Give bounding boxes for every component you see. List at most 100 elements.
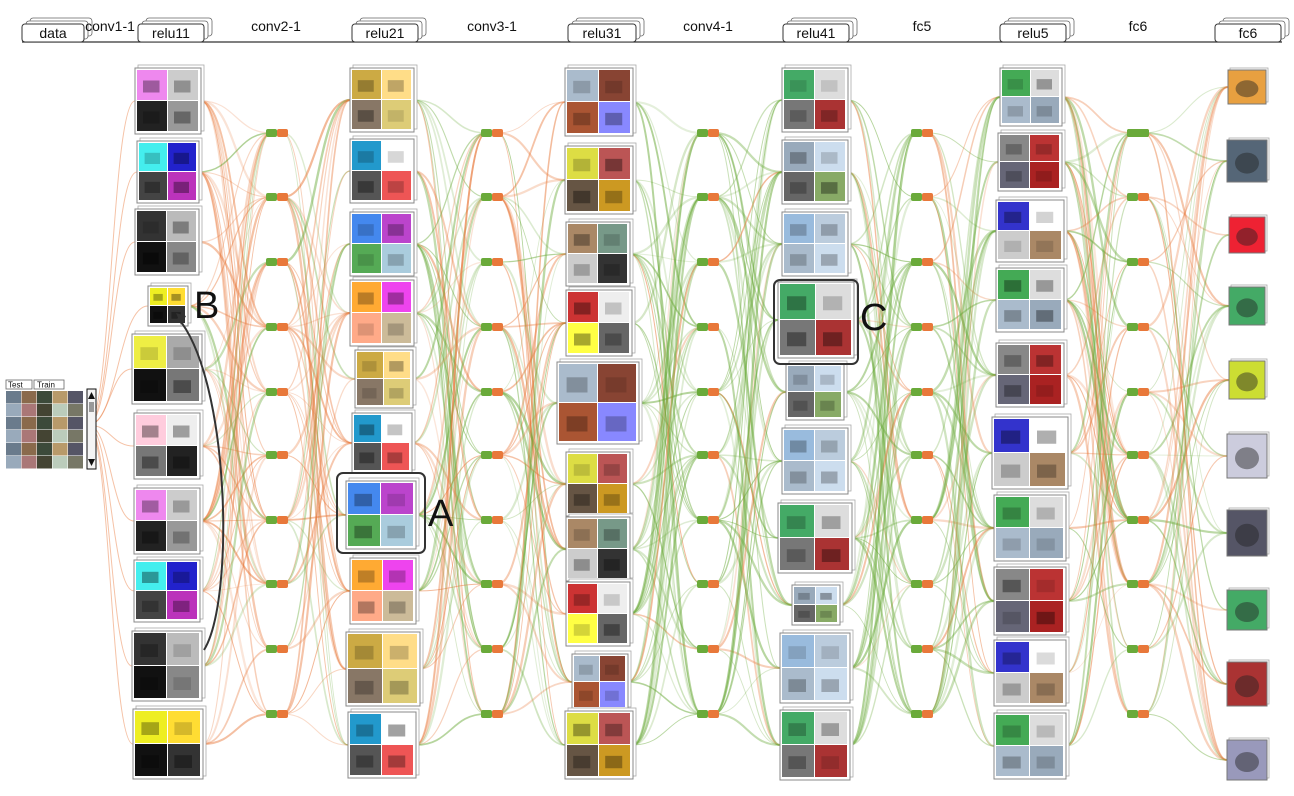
relu21-5-node[interactable] xyxy=(354,346,417,409)
relu11-2-node[interactable] xyxy=(136,137,203,204)
fc6-1-node[interactable] xyxy=(1227,67,1269,105)
relu41-5-node[interactable] xyxy=(785,360,848,421)
relu11-3-node[interactable] xyxy=(134,205,203,276)
fc6-7-node[interactable] xyxy=(1226,507,1270,557)
fc6-10-node[interactable] xyxy=(1226,737,1270,781)
layer-box-relu11[interactable] xyxy=(137,23,205,43)
relu11-8-node[interactable] xyxy=(133,556,204,623)
relu5-8-node[interactable] xyxy=(993,563,1070,636)
input-image-thumb[interactable] xyxy=(68,443,83,456)
relu21-9-node[interactable] xyxy=(345,628,424,707)
relu31-10-node[interactable] xyxy=(564,707,637,780)
input-image-thumb[interactable] xyxy=(21,443,37,456)
relu31-6-node[interactable] xyxy=(565,448,634,517)
relu31-9-node[interactable] xyxy=(571,650,632,711)
input-image-thumb[interactable] xyxy=(37,430,52,443)
input-image-thumb[interactable] xyxy=(37,443,52,456)
fc6-5-node[interactable] xyxy=(1228,358,1268,400)
input-image-thumb[interactable] xyxy=(37,456,52,469)
input-image-thumb[interactable] xyxy=(21,456,37,469)
relu5-4-node[interactable] xyxy=(995,264,1068,333)
scroll-thumb[interactable] xyxy=(89,402,94,412)
input-image-thumb[interactable] xyxy=(21,391,37,404)
input-image-thumb[interactable] xyxy=(37,417,52,430)
input-image-thumb[interactable] xyxy=(6,456,21,469)
relu31-3-node[interactable] xyxy=(565,218,634,287)
relu21-1-node[interactable] xyxy=(349,64,418,133)
fc6-8-node[interactable] xyxy=(1226,587,1270,631)
input-image-thumb[interactable] xyxy=(68,456,83,469)
relu41-1-node[interactable] xyxy=(781,64,852,133)
fc6-6-node[interactable] xyxy=(1226,431,1270,479)
relu11-4-node[interactable] xyxy=(147,282,192,327)
tab-test[interactable] xyxy=(5,379,33,390)
relu41-4-node[interactable] xyxy=(777,278,858,359)
relu41-6-node[interactable] xyxy=(781,424,852,495)
fc6-4-node[interactable] xyxy=(1228,284,1268,326)
relu41-7-node[interactable] xyxy=(777,499,856,574)
relu21-3-node[interactable] xyxy=(349,208,418,277)
input-image-thumb[interactable] xyxy=(68,404,83,417)
relu31-4-node[interactable] xyxy=(565,286,636,357)
input-image-thumb[interactable] xyxy=(68,417,83,430)
input-image-thumb[interactable] xyxy=(52,430,68,443)
relu31-1-node[interactable] xyxy=(564,64,637,137)
relu21-2-node[interactable] xyxy=(349,135,418,204)
input-image-thumb[interactable] xyxy=(52,443,68,456)
relu41-10-node[interactable] xyxy=(779,706,854,781)
input-image-thumb[interactable] xyxy=(68,391,83,404)
layer-box-relu21[interactable] xyxy=(351,23,419,43)
relu5-9-node[interactable] xyxy=(993,636,1070,707)
input-image-thumb[interactable] xyxy=(6,417,21,430)
input-image-thumb[interactable] xyxy=(52,404,68,417)
relu31-2-node[interactable] xyxy=(564,142,637,215)
relu11-6-node[interactable] xyxy=(133,409,204,480)
relu5-10-node[interactable] xyxy=(993,709,1070,780)
relu41-3-node[interactable] xyxy=(781,208,852,277)
input-image-thumb[interactable] xyxy=(6,443,21,456)
input-image-thumb[interactable] xyxy=(68,430,83,443)
relu5-3-node[interactable] xyxy=(995,196,1068,263)
input-image-thumb[interactable] xyxy=(52,417,68,430)
relu21-6-node[interactable] xyxy=(351,409,416,474)
relu5-5-node[interactable] xyxy=(995,339,1068,408)
relu31-7-node[interactable] xyxy=(565,513,634,582)
layer-box-data[interactable] xyxy=(21,23,85,43)
input-image-thumb[interactable] xyxy=(21,417,37,430)
relu11-9-node[interactable] xyxy=(131,627,206,702)
relu11-5-node[interactable] xyxy=(131,330,206,405)
relu21-7-node[interactable] xyxy=(345,477,420,550)
input-image-thumb[interactable] xyxy=(6,430,21,443)
relu5-6-node[interactable] xyxy=(991,413,1072,490)
input-scrollbar[interactable] xyxy=(86,388,97,470)
relu31-5-node[interactable] xyxy=(556,358,643,445)
tab-train[interactable] xyxy=(33,379,65,390)
relu11-10-node[interactable] xyxy=(132,705,207,780)
input-image-thumb[interactable] xyxy=(37,391,52,404)
input-image-thumb[interactable] xyxy=(21,430,37,443)
relu41-2-node[interactable] xyxy=(781,136,852,205)
input-image-thumb[interactable] xyxy=(21,404,37,417)
fc6-9-node[interactable] xyxy=(1226,659,1270,707)
relu21-10-node[interactable] xyxy=(347,708,420,779)
relu5-7-node[interactable] xyxy=(993,491,1070,562)
relu41-9-node[interactable] xyxy=(779,629,854,704)
input-image-thumb[interactable] xyxy=(52,391,68,404)
relu21-4-node[interactable] xyxy=(349,276,418,347)
layer-box-fc6[interactable] xyxy=(1214,23,1282,43)
layer-box-relu31[interactable] xyxy=(567,23,637,43)
scroll-up-icon[interactable] xyxy=(88,392,95,399)
relu5-1-node[interactable] xyxy=(999,64,1066,127)
input-image-thumb[interactable] xyxy=(6,391,21,404)
fc6-3-node[interactable] xyxy=(1228,214,1268,254)
relu11-7-node[interactable] xyxy=(133,484,204,555)
relu31-8-node[interactable] xyxy=(565,578,634,647)
input-image-thumb[interactable] xyxy=(37,404,52,417)
relu11-1-node[interactable] xyxy=(134,64,205,135)
fc6-2-node[interactable] xyxy=(1226,137,1270,183)
scroll-down-icon[interactable] xyxy=(88,459,95,466)
input-image-thumb[interactable] xyxy=(6,404,21,417)
relu21-8-node[interactable] xyxy=(349,554,420,625)
layer-box-relu5[interactable] xyxy=(999,23,1067,43)
